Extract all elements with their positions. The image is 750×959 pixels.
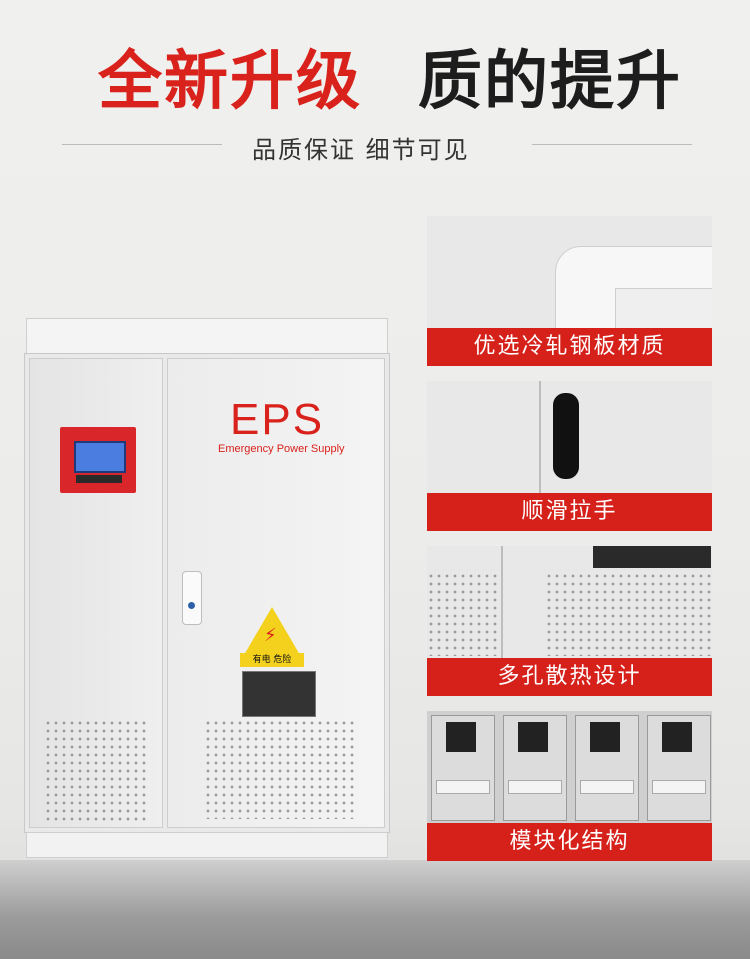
- vent-closeup-right: [545, 572, 711, 656]
- module-unit: [575, 715, 639, 821]
- breaker-rail: [652, 780, 706, 794]
- module-unit: [647, 715, 711, 821]
- detail-vent: 多孔散热设计: [427, 546, 712, 696]
- breaker-rail: [508, 780, 562, 794]
- breaker-rail: [436, 780, 490, 794]
- module-display: [446, 722, 476, 752]
- detail-handle: 顺滑拉手: [427, 381, 712, 531]
- cabinet-left-door: [29, 358, 163, 828]
- module-unit: [431, 715, 495, 821]
- lcd-screen: [74, 441, 126, 473]
- headline-dark: 质的提升: [418, 45, 682, 119]
- subtitle-row: 品质保证 细节可见: [0, 130, 750, 164]
- detail-caption: 优选冷轧钢板材质: [427, 328, 712, 366]
- eps-cabinet: EPS Emergency Power Supply ⚡ 有电 危险: [24, 353, 390, 833]
- brand-subtitle: Emergency Power Supply: [218, 443, 345, 455]
- detail-caption: 模块化结构: [427, 823, 712, 861]
- warning-triangle-icon: [244, 607, 300, 655]
- subtitle-divider-right: [532, 144, 692, 145]
- panel-buttons: [76, 475, 122, 483]
- module-display: [590, 722, 620, 752]
- door-handle: [182, 571, 202, 625]
- nameplate: [242, 671, 316, 717]
- cabinet-top: [26, 318, 388, 354]
- subtitle-divider-left: [62, 144, 222, 145]
- brand-logo: EPS: [230, 395, 325, 444]
- lightning-icon: ⚡: [264, 625, 277, 646]
- nameplate-closeup: [593, 546, 711, 568]
- detail-steel-plate: 优选冷轧钢板材质: [427, 216, 712, 366]
- breaker-rail: [580, 780, 634, 794]
- door-seam: [501, 546, 503, 658]
- floor-background: [0, 860, 750, 959]
- left-vent-holes: [44, 719, 148, 823]
- subtitle: 品质保证 细节可见: [252, 136, 470, 164]
- lock-icon: [188, 602, 195, 609]
- detail-modular: 模块化结构: [427, 711, 712, 861]
- control-panel: [60, 427, 136, 493]
- warning-label: 有电 危险: [240, 653, 304, 667]
- headline-red: 全新升级: [98, 45, 362, 119]
- right-vent-holes: [204, 719, 354, 819]
- vent-closeup-left: [427, 572, 497, 656]
- cabinet-base: [26, 832, 388, 858]
- handle-closeup: [553, 393, 579, 479]
- module-unit: [503, 715, 567, 821]
- headline: 全新升级 质的提升: [0, 30, 750, 119]
- detail-caption: 多孔散热设计: [427, 658, 712, 696]
- cabinet-right-door: EPS Emergency Power Supply ⚡ 有电 危险: [167, 358, 385, 828]
- module-display: [662, 722, 692, 752]
- door-seam: [539, 381, 541, 493]
- detail-caption: 顺滑拉手: [427, 493, 712, 531]
- module-display: [518, 722, 548, 752]
